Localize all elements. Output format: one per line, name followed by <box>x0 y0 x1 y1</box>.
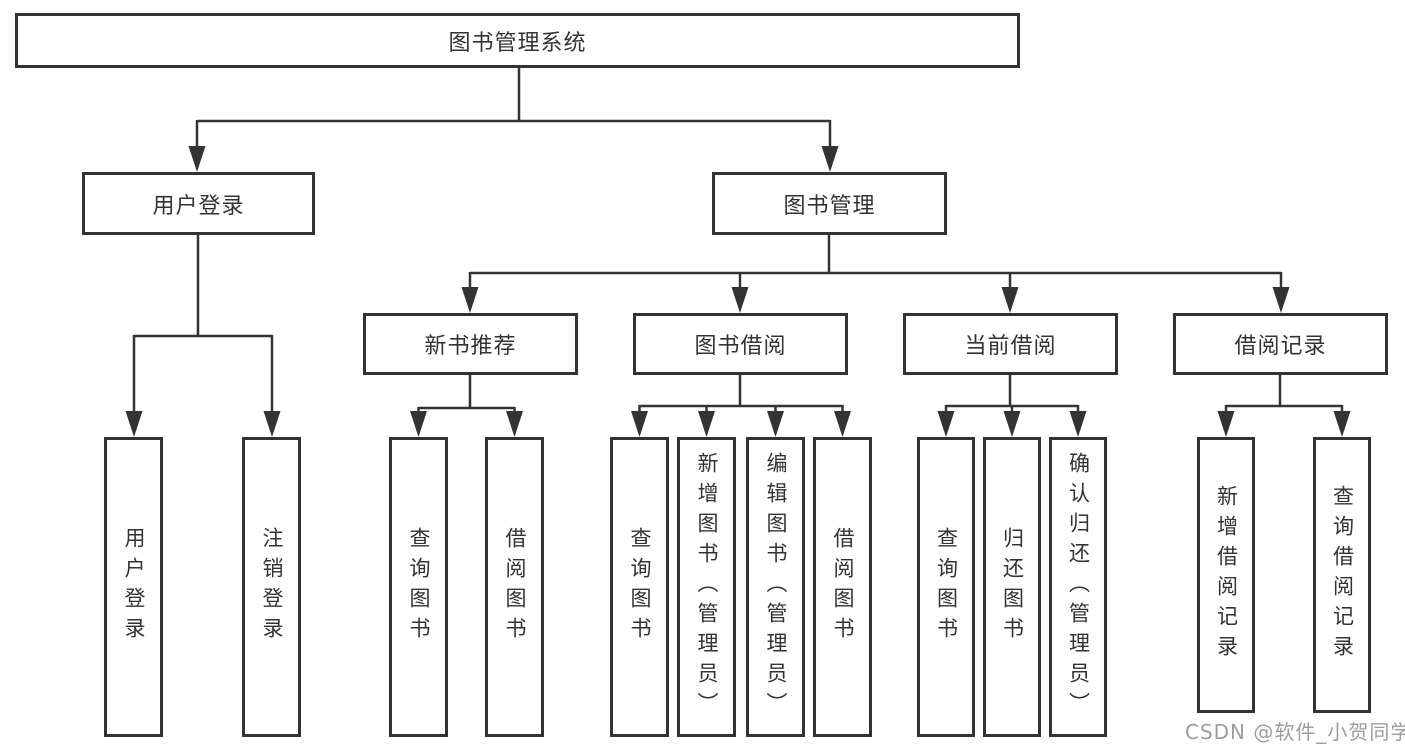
node-book-borrow: 图书借阅 <box>633 313 848 375</box>
arrowheads <box>125 146 1351 437</box>
leaf-records-add-record: 新增借阅记录 <box>1197 437 1255 713</box>
leaf-current-query-books: 查询图书 <box>917 437 975 737</box>
node-current-borrow: 当前借阅 <box>903 313 1118 375</box>
node-user-login: 用户登录 <box>82 172 315 235</box>
leaf-current-return-books: 归还图书 <box>983 437 1041 737</box>
leaf-borrow-query-books: 查询图书 <box>610 437 669 737</box>
node-root-library-system: 图书管理系统 <box>15 13 1020 68</box>
node-new-book-recommend: 新书推荐 <box>363 313 578 375</box>
leaf-logout: 注销登录 <box>242 437 301 737</box>
leaf-newbook-borrow-books: 借阅图书 <box>485 437 544 737</box>
leaf-borrow-edit-books-admin: 编辑图书（管理员） <box>746 437 805 737</box>
csdn-watermark: CSDN @软件_小贺同学 <box>1185 720 1405 744</box>
leaf-newbook-query-books: 查询图书 <box>389 437 448 737</box>
leaf-user-login: 用户登录 <box>104 437 163 737</box>
leaf-borrow-borrow-books: 借阅图书 <box>813 437 872 737</box>
node-borrow-records: 借阅记录 <box>1173 313 1388 375</box>
leaf-current-confirm-return-admin: 确认归还（管理员） <box>1049 437 1107 737</box>
node-book-management: 图书管理 <box>712 172 947 235</box>
leaf-records-query-record: 查询借阅记录 <box>1313 437 1371 713</box>
leaf-borrow-add-books-admin: 新增图书（管理员） <box>677 437 736 737</box>
